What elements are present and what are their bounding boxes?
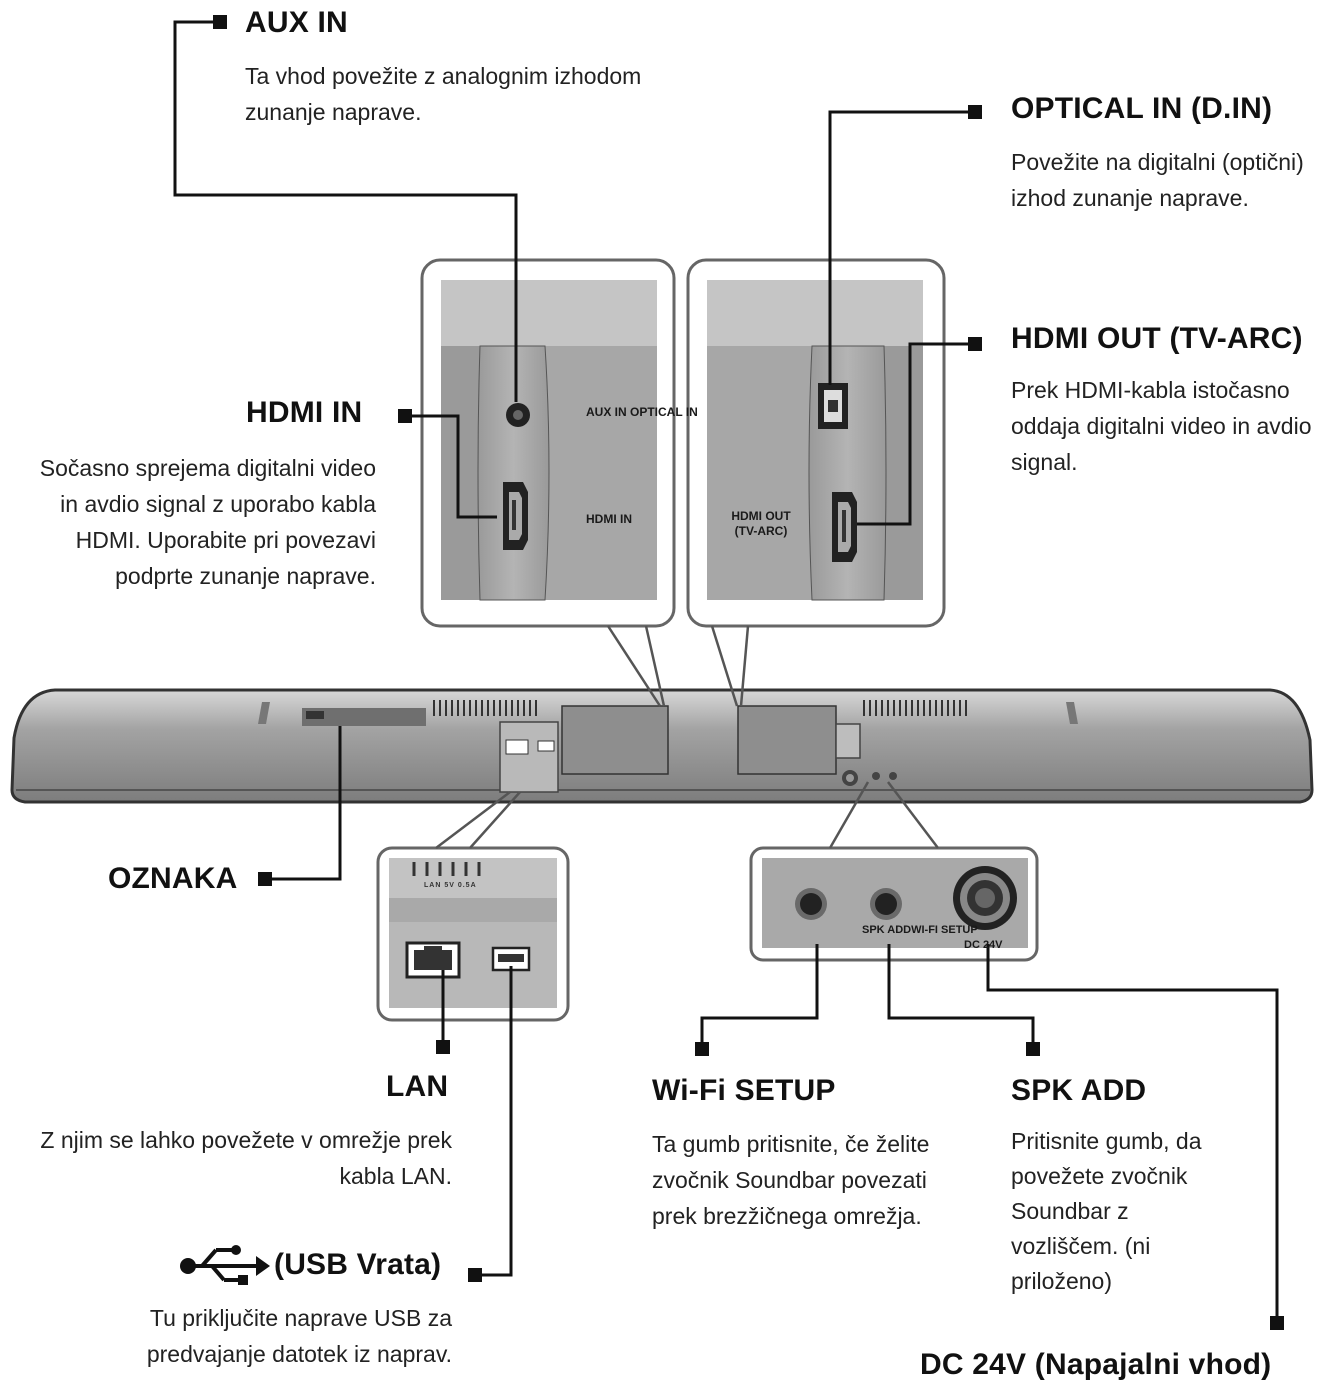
leader-wifi-setup [700,944,819,1046]
leader-hdmi-out [857,342,975,526]
leader-oznaka [264,726,342,881]
wifi-setup-title: Wi-Fi SETUP [652,1074,836,1107]
spk-add-desc: Pritisnite gumb, da povežete zvočnik Sou… [1011,1128,1202,1294]
panel-lower-left-connectors [435,791,521,849]
panel-label-hdmi-out: HDMI OUT (TV-ARC) [731,509,791,538]
optical-in-title: OPTICAL IN (D.IN) [1011,92,1273,125]
wifi-setup-desc: Ta gumb pritisnite, če želite zvočnik So… [652,1131,930,1229]
hdmi-out-title: HDMI OUT (TV-ARC) [1011,322,1303,355]
panel-lower-right-connectors [828,781,939,849]
soundbar-body [10,688,1314,804]
lan-desc: Z njim se lahko povežete v omrežje prek … [40,1127,452,1189]
panel-optical-hdmi-out [686,258,946,628]
leader-end-squares [213,15,1284,1330]
hdmi-in-desc: Sočasno sprejema digitalni video in avdi… [39,455,376,589]
vent-left [433,700,537,716]
panel-upper-connectors [606,625,750,707]
vent-right [863,700,967,716]
panel-aux-hdmi-in [420,258,676,628]
panel-lan-usb [376,846,570,1022]
lan-title: LAN [386,1070,449,1103]
panel-label-hdmi-in: HDMI IN [586,512,632,526]
panel-label-lan-usb: LAN 5V 0.5A [424,882,477,889]
panel-label-dc: DC 24V [964,939,1003,951]
leader-spk-add [887,944,1035,1046]
leader-usb [474,966,513,1277]
panel-label-spk-wifi: SPK ADDWI-FI SETUP [862,924,978,936]
aux-in-title: AUX IN [245,6,348,39]
leader-dc-24v [986,944,1279,1322]
leader-lines [173,20,1279,1322]
spk-add-title: SPK ADD [1011,1074,1147,1107]
aux-in-desc: Ta vhod povežite z analognim izhodom zun… [245,63,642,125]
leader-hdmi-in [404,414,497,519]
hdmi-out-desc: Prek HDMI-kabla istočasno oddaja digital… [1011,377,1312,475]
leader-optical-in [828,110,975,385]
panel-spk-wifi-dc [749,846,1039,962]
usb-title: (USB Vrata) [274,1248,442,1281]
panel-label-aux-optical: AUX IN OPTICAL IN [586,405,698,419]
optical-in-desc: Povežite na digitalni (optični) izhod zu… [1011,149,1304,211]
leader-aux-in [173,20,518,402]
dc-24v-title: DC 24V (Napajalni vhod) [920,1348,1272,1381]
usb-icon [180,1245,270,1285]
oznaka-title: OZNAKA [108,862,238,895]
hdmi-in-title: HDMI IN [246,396,363,429]
usb-desc: Tu priključite naprave USB za predvajanj… [146,1305,452,1367]
